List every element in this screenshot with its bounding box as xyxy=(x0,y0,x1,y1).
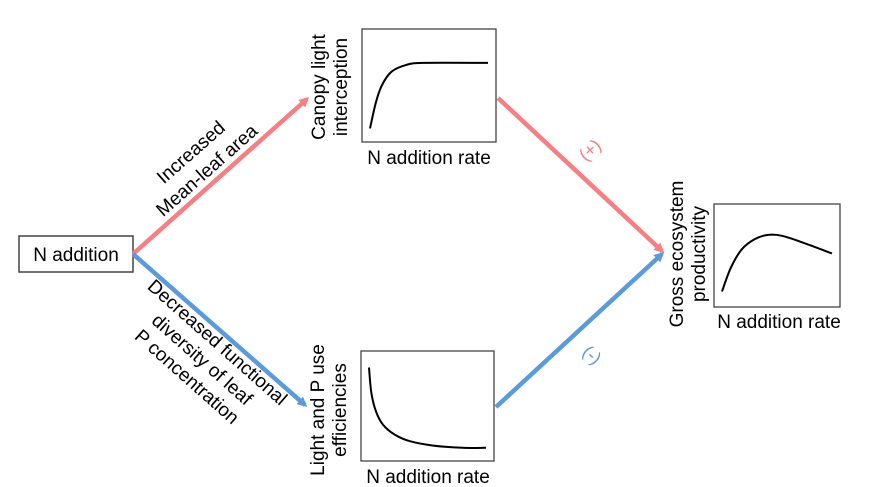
upper-mechanism-label: Increased Mean-leaf area xyxy=(152,117,262,221)
panel-gep-ylabel: Gross ecosystem productivity xyxy=(667,181,710,328)
panel-canopy: Canopy light interception N addition rat… xyxy=(309,28,497,169)
panel-gep-frame xyxy=(713,203,841,308)
source-node-label: N addition xyxy=(33,245,119,266)
arrow-canopy-to-gep xyxy=(496,96,665,254)
panel-gep-curve xyxy=(721,233,833,292)
arrow-n-to-canopy xyxy=(131,97,310,256)
panel-canopy-xlabel: N addition rate xyxy=(367,148,491,169)
arrow-n-to-efficiency xyxy=(131,252,308,407)
panel-efficiency-ylabel: Light and P use efficiencies xyxy=(308,344,351,476)
negative-effect-sign: (-) xyxy=(579,342,606,369)
panel-gep-xlabel: N addition rate xyxy=(717,312,841,333)
panel-efficiency-ylabel-line-2: efficiencies xyxy=(330,363,351,457)
panel-canopy-ylabel: Canopy light interception xyxy=(309,33,352,139)
source-node: N addition xyxy=(18,235,134,273)
panel-canopy-ylabel-line-2: interception xyxy=(331,38,352,136)
panel-canopy-curve xyxy=(369,61,489,129)
panel-gep-ylabel-line-1: Gross ecosystem xyxy=(667,181,688,328)
panel-efficiency-ylabel-line-1: Light and P use xyxy=(308,344,329,476)
arrow-efficiency-to-gep xyxy=(494,251,665,409)
lower-mechanism-label: Decreased functional diversity of leaf P… xyxy=(130,276,291,429)
panel-efficiency-frame xyxy=(360,350,495,462)
source-node-box xyxy=(18,235,134,273)
panel-gep: Gross ecosystem productivity N addition … xyxy=(667,181,841,333)
panel-gep-ylabel-line-2: productivity xyxy=(689,205,710,302)
positive-effect-sign: (+) xyxy=(575,135,605,165)
panel-efficiency-curve xyxy=(368,367,487,449)
panel-efficiency: Light and P use efficiencies N addition … xyxy=(308,344,495,487)
panel-efficiency-xlabel: N addition rate xyxy=(366,467,490,487)
panel-canopy-frame xyxy=(361,28,497,143)
panel-canopy-ylabel-line-1: Canopy light xyxy=(309,33,330,139)
